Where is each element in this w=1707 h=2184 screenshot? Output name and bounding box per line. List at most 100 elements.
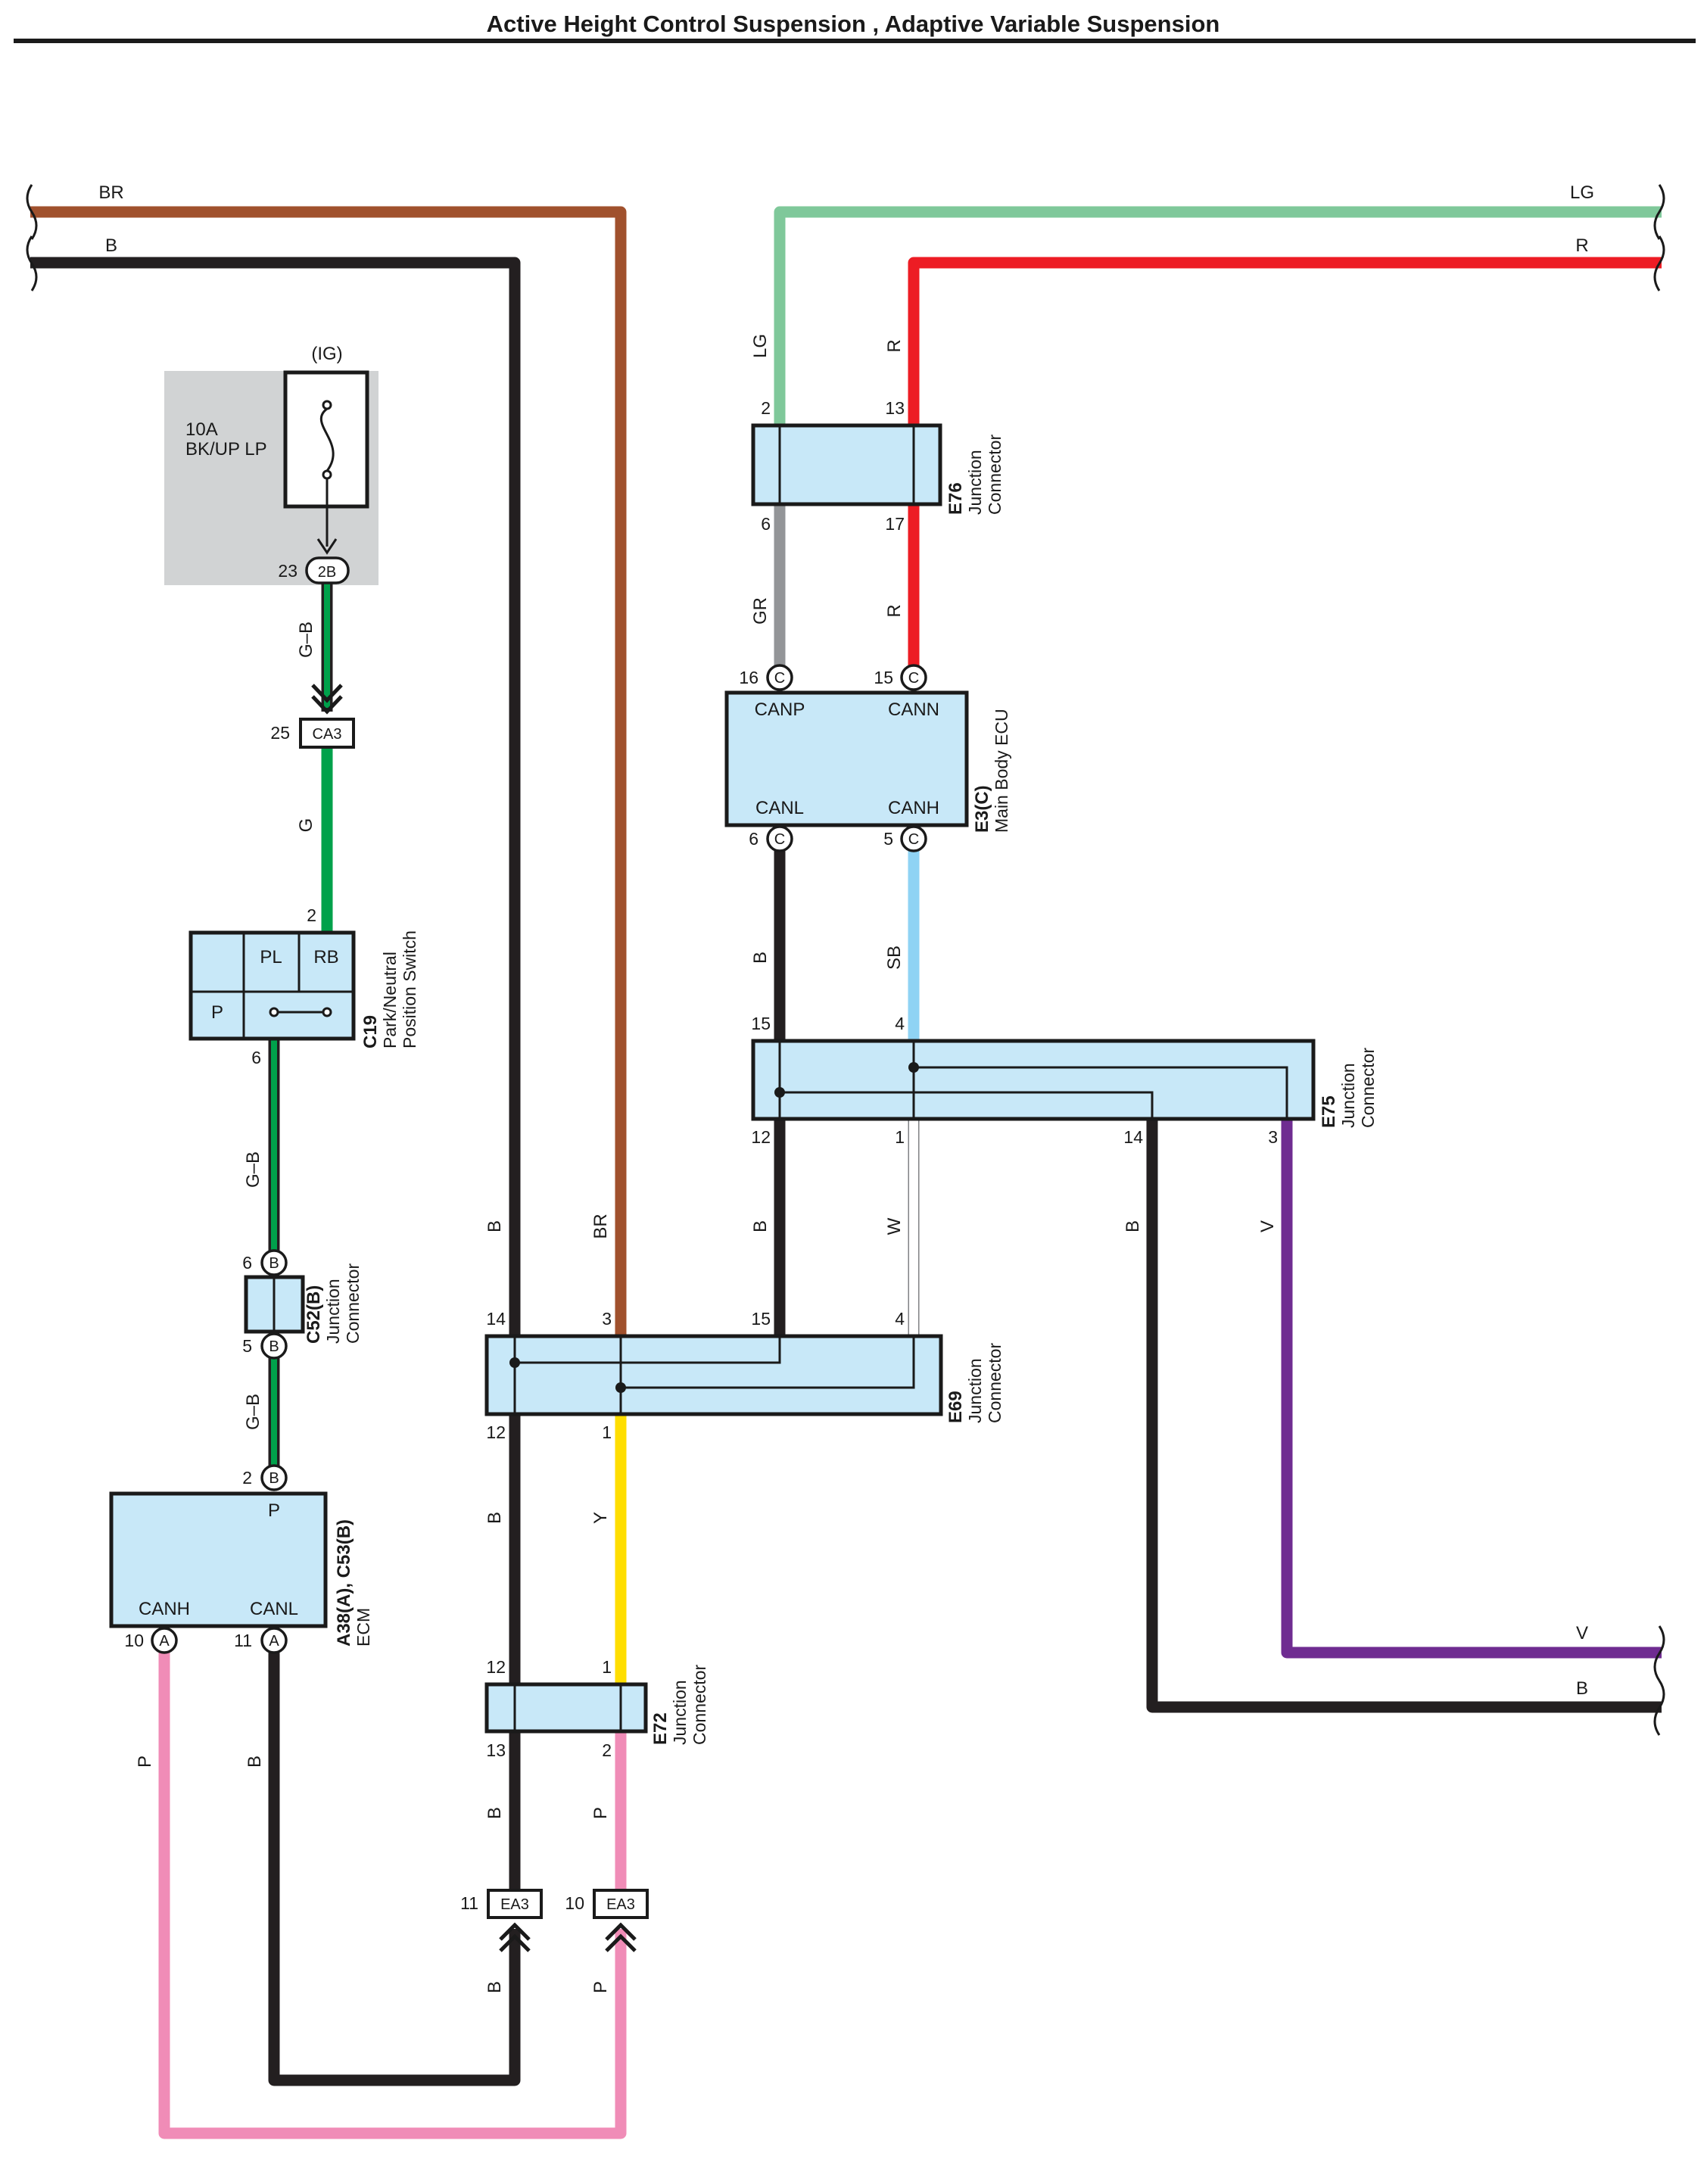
e3-pin6-circle bbox=[766, 825, 793, 852]
fuse-name: BK/UP LP bbox=[185, 439, 267, 460]
e75-pin-b1: 12 bbox=[751, 1127, 771, 1147]
e69-trace-4 bbox=[621, 1336, 915, 1389]
wire-r-top bbox=[908, 257, 1662, 425]
e69-splice-dot-w bbox=[615, 1382, 626, 1393]
e69-pin-b1: 12 bbox=[486, 1422, 506, 1442]
ea3-right-chevron-icon bbox=[605, 1922, 637, 1952]
e69-id: E69 bbox=[945, 1391, 966, 1423]
c19-name-2: Position Switch bbox=[400, 930, 419, 1048]
c52-pin-bottom: 5 bbox=[242, 1336, 252, 1356]
ea3-right-connector bbox=[593, 1889, 649, 1919]
ca3-connector bbox=[299, 718, 355, 749]
e3-tag-tr: C bbox=[908, 670, 919, 687]
e75-pin-b4: 3 bbox=[1268, 1127, 1278, 1147]
wire-label-p-ecm: P bbox=[135, 1756, 155, 1768]
e72-pin-b2: 2 bbox=[602, 1740, 612, 1760]
c52-top-tag: B bbox=[269, 1255, 279, 1272]
ea3-right-label: EA3 bbox=[606, 1896, 635, 1913]
wire-label-r-top: R bbox=[1575, 235, 1588, 256]
wire-label-b-e72-ea3: B bbox=[484, 1807, 505, 1819]
e72-name-2: Connector bbox=[690, 1665, 709, 1745]
ecm-canl-pin-circle bbox=[260, 1627, 288, 1654]
e76-pin-tl: 2 bbox=[761, 398, 771, 418]
wire-label-p-below-ea3: P bbox=[590, 1981, 611, 1993]
e75-connector bbox=[751, 1039, 1316, 1121]
wire-label-gb-vert2: G–B bbox=[243, 1151, 263, 1188]
e3-tag-tl: C bbox=[774, 670, 785, 687]
wire-label-b-top: B bbox=[105, 235, 117, 256]
wire-label-b-e69-e72: B bbox=[484, 1512, 505, 1524]
c19-name-1: Park/Neutral bbox=[380, 952, 400, 1048]
c52-top-pin-circle bbox=[260, 1249, 288, 1276]
wire-break-lg bbox=[1653, 184, 1665, 240]
ecm-canl-label: CANL bbox=[250, 1599, 298, 1619]
wire-break-r bbox=[1653, 235, 1665, 291]
c52-name-2: Connector bbox=[343, 1263, 363, 1344]
wire-lg bbox=[774, 206, 1662, 425]
e72-pin-b1: 13 bbox=[486, 1740, 506, 1760]
c19-id: C19 bbox=[360, 1015, 381, 1048]
wire-label-lg-top: LG bbox=[1570, 182, 1594, 203]
e3-pin15-circle bbox=[900, 664, 927, 691]
fuse-connector-label: 2B bbox=[318, 564, 336, 581]
e69-connector bbox=[484, 1334, 943, 1416]
ecm-pin-canl: 11 bbox=[234, 1631, 252, 1650]
c19-pin-top: 2 bbox=[307, 905, 316, 925]
c19-rb-label: RB bbox=[313, 947, 338, 967]
e72-pin-t1: 12 bbox=[486, 1657, 506, 1677]
wire-label-b-below-ea3: B bbox=[484, 1981, 505, 1993]
ecm-canh-label: CANH bbox=[139, 1599, 190, 1619]
e75-name-1: Junction bbox=[1338, 1063, 1358, 1128]
e76-name-1: Junction bbox=[965, 450, 985, 515]
wire-label-r-vert1: R bbox=[884, 339, 905, 352]
wire-b-top bbox=[30, 257, 521, 1336]
e69-pin-t4: 4 bbox=[895, 1309, 905, 1329]
c19-switch-terminal-right bbox=[322, 1007, 332, 1017]
e3-pin-tr: 15 bbox=[874, 668, 893, 687]
ecm-name: ECM bbox=[354, 1608, 373, 1647]
e69-pin-t3: 15 bbox=[751, 1309, 771, 1329]
wire-label-gr-vert: GR bbox=[750, 597, 771, 625]
fuse-ig-label: (IG) bbox=[311, 344, 342, 364]
c19-pl-label: PL bbox=[260, 947, 282, 967]
c52-bottom-tag: B bbox=[269, 1338, 279, 1355]
e75-pin-t1: 15 bbox=[751, 1014, 771, 1033]
e75-trace-to-14 bbox=[780, 1091, 1154, 1119]
ca3-chevron-icon bbox=[311, 684, 343, 715]
e76-pin-br: 17 bbox=[885, 514, 905, 534]
e76-connector bbox=[751, 423, 942, 506]
c19-connector bbox=[188, 930, 356, 1041]
wire-label-y-vert: Y bbox=[590, 1512, 611, 1524]
e3-tag-bl: C bbox=[774, 831, 785, 848]
e3-name: Main Body ECU bbox=[992, 709, 1011, 833]
c52-id: C52(B) bbox=[304, 1285, 324, 1344]
wire-label-g-vert: G bbox=[296, 818, 316, 833]
wire-label-b-e75-e69: B bbox=[750, 1220, 771, 1232]
e75-name-2: Connector bbox=[1358, 1048, 1378, 1128]
e3-id: E3(C) bbox=[972, 785, 992, 833]
e76-id: E76 bbox=[945, 482, 966, 515]
e69-pin-t2: 3 bbox=[602, 1309, 612, 1329]
e76-pin-tr: 13 bbox=[885, 398, 905, 418]
e69-pin-b2: 1 bbox=[602, 1422, 612, 1442]
e72-pin-t2: 1 bbox=[602, 1657, 612, 1677]
fuse-arrow-icon bbox=[316, 538, 338, 555]
c19-p-label: P bbox=[211, 1002, 223, 1023]
wire-break-v bbox=[1653, 1625, 1665, 1681]
wire-br bbox=[30, 206, 627, 1336]
e3-cann-label: CANN bbox=[888, 699, 939, 720]
e75-trace-to-3 bbox=[914, 1066, 1288, 1119]
ecm-top-tag: B bbox=[269, 1470, 279, 1487]
e3-canl-label: CANL bbox=[755, 798, 804, 818]
wire-break-b-right bbox=[1653, 1680, 1665, 1736]
ea3-left-pin: 11 bbox=[460, 1893, 478, 1913]
wire-label-br-top: BR bbox=[98, 182, 123, 203]
fuse-element-icon bbox=[320, 407, 335, 472]
wire-label-gb-vert1: G–B bbox=[296, 622, 316, 658]
ecm-p-label: P bbox=[268, 1500, 280, 1521]
c52-bottom-pin-circle bbox=[260, 1332, 288, 1360]
page-title: Active Height Control Suspension , Adapt… bbox=[487, 11, 1220, 37]
wire-label-b-ecm: B bbox=[245, 1756, 265, 1768]
e75-pin-b3: 14 bbox=[1123, 1127, 1143, 1147]
fuse-connector-oval bbox=[305, 556, 350, 584]
